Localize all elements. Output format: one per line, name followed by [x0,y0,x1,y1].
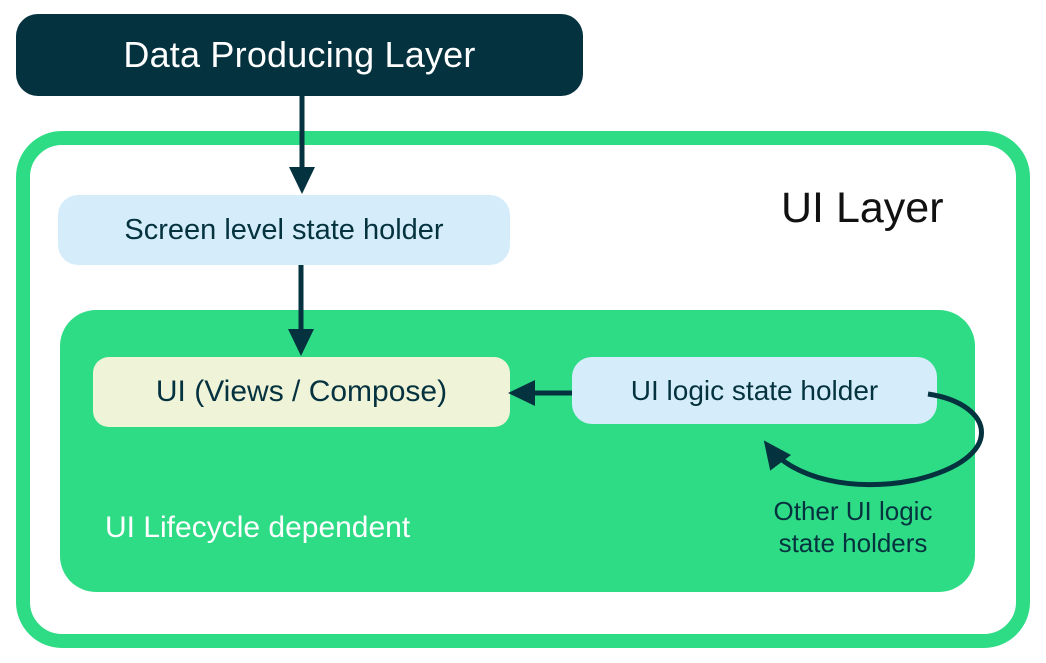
screen-level-state-holder-box: Screen level state holder [58,195,510,265]
screen-level-state-holder-label: Screen level state holder [124,213,444,246]
ui-lifecycle-dependent-label: UI Lifecycle dependent [105,511,411,544]
ui-logic-state-holder-box: UI logic state holder [572,357,937,424]
ui-views-compose-box: UI (Views / Compose) [93,357,510,427]
ui-views-compose-label: UI (Views / Compose) [155,375,448,408]
other-ui-logic-line2: state holders [778,527,928,558]
ui-logic-state-holder-label: UI logic state holder [630,374,879,406]
other-ui-logic-line1: Other UI logic [773,496,933,526]
data-producing-layer-label: Data Producing Layer [123,34,476,75]
other-ui-logic-state-holders-label: Other UI logic state holders [744,496,962,559]
data-producing-layer-box: Data Producing Layer [16,14,583,96]
ui-layer-label: UI Layer [781,184,944,232]
